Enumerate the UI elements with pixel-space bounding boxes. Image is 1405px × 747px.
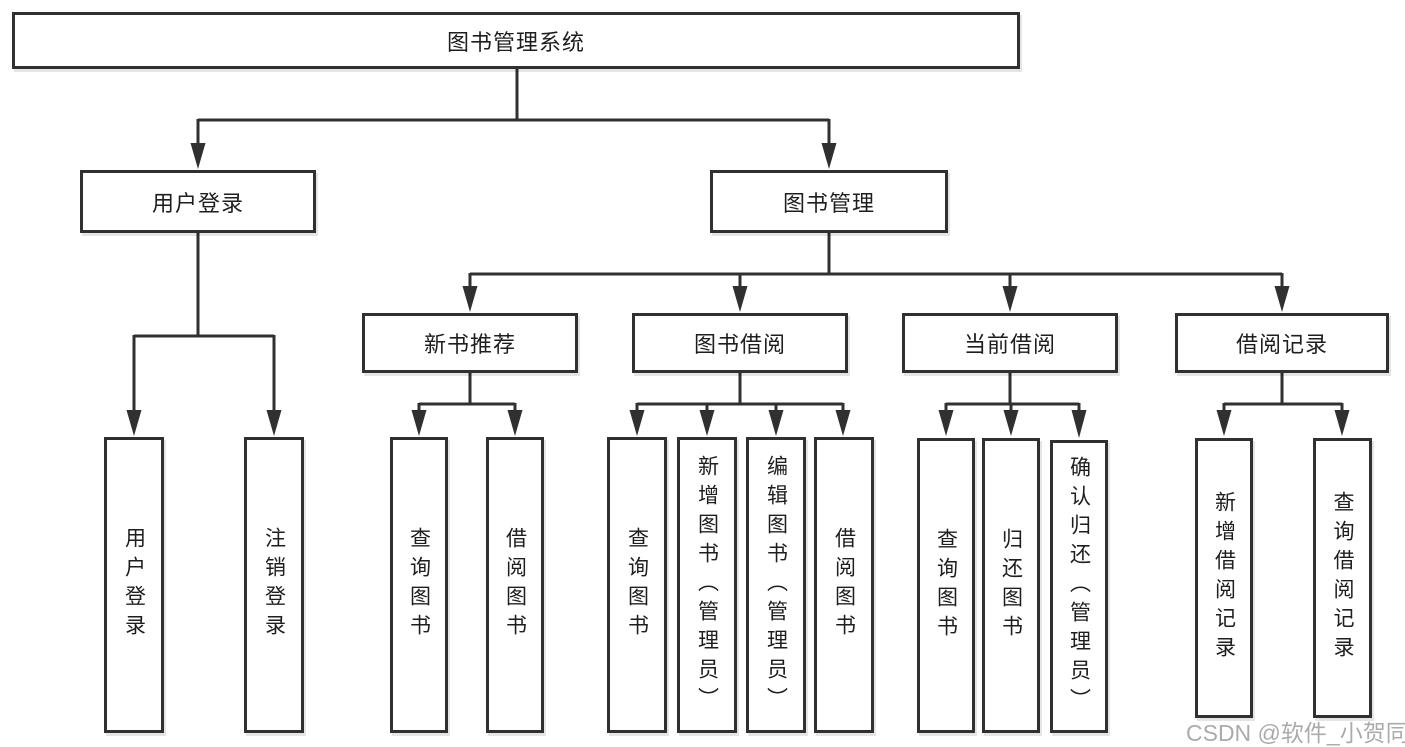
leaf-bb-add-books-admin: 新增图书（管理员） — [677, 437, 737, 733]
leaf-cb-query-books: 查询图书 — [917, 438, 975, 733]
leaf-logout-login: 注销登录 — [244, 437, 304, 733]
leaf-br-query-record: 查询借阅记录 — [1313, 438, 1372, 718]
node-borrowing-records: 借阅记录 — [1175, 313, 1389, 373]
leaf-bb-edit-books-admin: 编辑图书（管理员） — [746, 437, 806, 733]
node-new-book-recommend: 新书推荐 — [362, 313, 578, 373]
node-user-login: 用户登录 — [80, 170, 316, 233]
leaf-nbr-borrow-books: 借阅图书 — [486, 437, 544, 733]
csdn-watermark: CSDN @软件_小贺同学 — [1186, 720, 1405, 746]
node-book-borrowing: 图书借阅 — [632, 313, 848, 373]
node-book-management: 图书管理 — [710, 170, 948, 233]
leaf-bb-borrow-books: 借阅图书 — [814, 437, 874, 733]
leaf-bb-query-books: 查询图书 — [607, 437, 667, 733]
leaf-nbr-query-books: 查询图书 — [390, 437, 448, 733]
leaf-cb-confirm-return-admin: 确认归还（管理员） — [1050, 440, 1108, 733]
node-current-borrowing: 当前借阅 — [902, 313, 1118, 373]
leaf-br-add-record: 新增借阅记录 — [1195, 438, 1253, 718]
leaf-cb-return-books: 归还图书 — [982, 438, 1040, 733]
node-library-management-system: 图书管理系统 — [12, 12, 1020, 69]
leaf-user-login: 用户登录 — [104, 437, 164, 733]
